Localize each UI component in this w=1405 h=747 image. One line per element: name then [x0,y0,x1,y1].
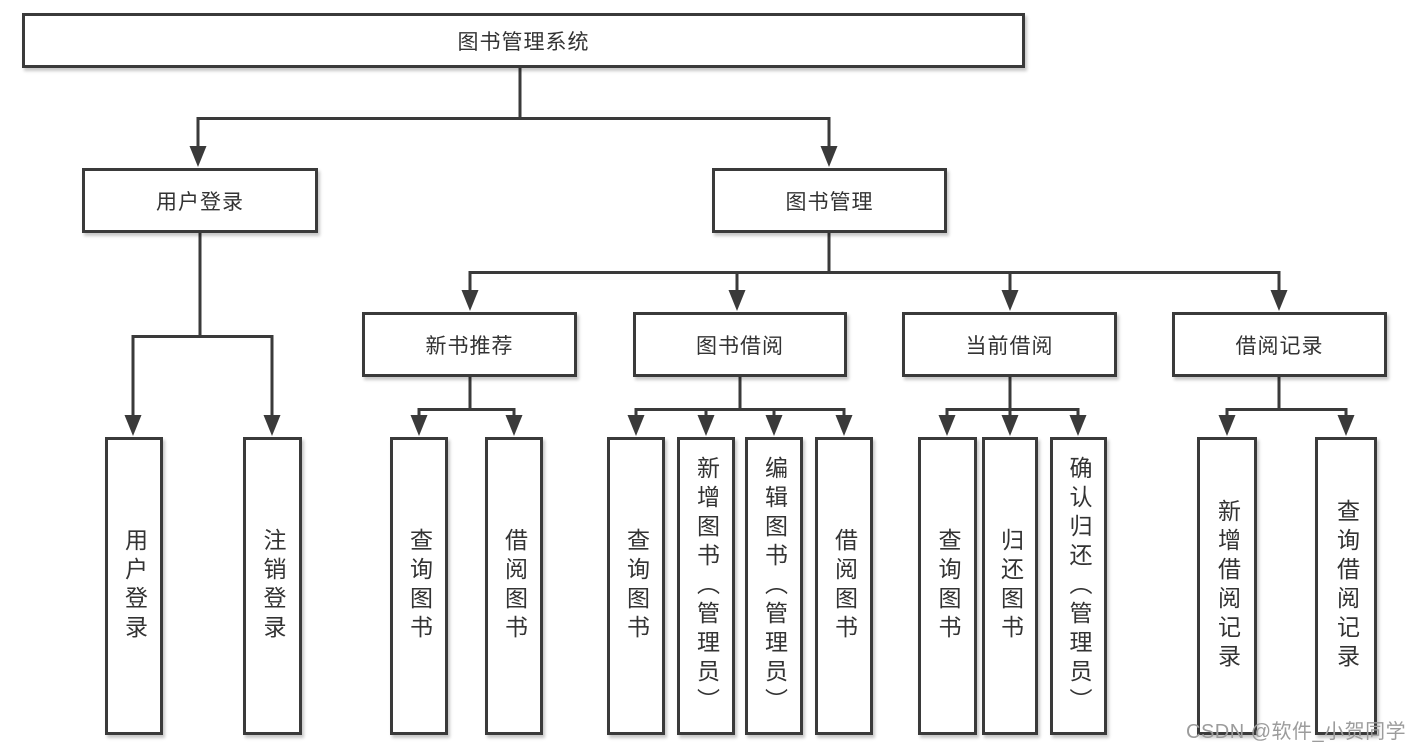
leaf-borrow-edit-books-admin: 编辑图书（管理员） [745,437,803,735]
leaf-current-return-books: 归还图书 [982,437,1038,735]
leaf-user-login: 用户登录 [105,437,163,735]
leaf-user-login-label: 用户登录 [121,528,148,644]
csdn-watermark: CSDN @软件_小贺同学 [1186,721,1405,743]
node-root-label: 图书管理系统 [457,30,590,54]
node-book-borrow: 图书借阅 [633,312,847,377]
leaf-borrow-query-books: 查询图书 [607,437,665,735]
leaf-borrow-borrow-books: 借阅图书 [815,437,873,735]
node-borrow-records: 借阅记录 [1172,312,1387,377]
leaf-newbooks-query-books-label: 查询图书 [406,528,433,644]
leaf-current-confirm-return-admin: 确认归还（管理员） [1050,437,1107,735]
node-current-borrow-label: 当前借阅 [965,334,1054,358]
node-user-login: 用户登录 [82,168,318,233]
leaf-newbooks-borrow-books-label: 借阅图书 [501,528,528,644]
node-current-borrow: 当前借阅 [902,312,1117,377]
leaf-logout: 注销登录 [243,437,302,735]
node-borrow-records-label: 借阅记录 [1235,334,1324,358]
node-root-system: 图书管理系统 [22,13,1025,68]
leaf-newbooks-query-books: 查询图书 [390,437,448,735]
leaf-records-query-record-label: 查询借阅记录 [1333,499,1360,673]
leaf-records-add-record-label: 新增借阅记录 [1214,499,1241,673]
leaf-borrow-add-books-admin: 新增图书（管理员） [677,437,735,735]
leaf-borrow-query-books-label: 查询图书 [623,528,650,644]
leaf-newbooks-borrow-books: 借阅图书 [485,437,543,735]
node-book-management: 图书管理 [712,168,947,233]
node-book-management-label: 图书管理 [785,190,874,214]
leaf-logout-label: 注销登录 [260,528,286,644]
leaf-records-query-record: 查询借阅记录 [1315,437,1377,735]
node-user-login-label: 用户登录 [156,190,244,214]
leaf-current-query-books: 查询图书 [918,437,977,735]
leaf-current-return-books-label: 归还图书 [997,528,1024,644]
node-book-borrow-label: 图书借阅 [696,334,784,358]
leaf-borrow-borrow-books-label: 借阅图书 [831,528,858,644]
leaf-current-query-books-label: 查询图书 [935,528,961,644]
node-new-book-recommend-label: 新书推荐 [425,334,514,358]
leaf-borrow-add-books-admin-label: 新增图书（管理员） [693,455,720,717]
node-new-book-recommend: 新书推荐 [362,312,577,377]
leaf-borrow-edit-books-admin-label: 编辑图书（管理员） [761,455,788,717]
leaf-current-confirm-return-admin-label: 确认归还（管理员） [1066,455,1092,717]
leaf-records-add-record: 新增借阅记录 [1197,437,1257,735]
